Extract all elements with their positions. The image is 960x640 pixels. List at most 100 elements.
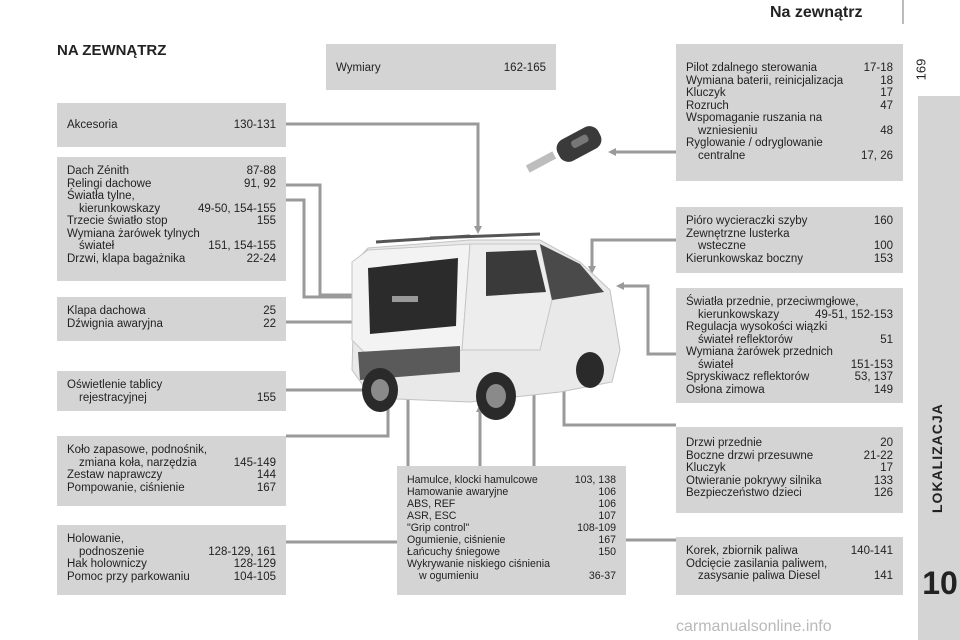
entry-label: Hak holowniczy xyxy=(67,558,147,571)
entry-label: Spryskiwacz reflektorów xyxy=(686,371,809,384)
entry-pages: 107 xyxy=(598,510,616,522)
entry-pages: 126 xyxy=(874,487,893,500)
index-entry: Boczne drzwi przesuwne21-22 xyxy=(686,450,893,463)
index-entry: kierunkowskazy49-50, 154-155 xyxy=(67,203,276,216)
entry-pages: 153 xyxy=(874,253,893,266)
entry-pages: 17 xyxy=(880,462,893,475)
box-dach: Dach Zénith87-88Relingi dachowe91, 92Świ… xyxy=(57,157,286,281)
entry-label: wsteczne xyxy=(698,240,746,253)
entry-label: Wspomaganie ruszania na xyxy=(686,112,822,125)
entry-label: zmiana koła, narzędzia xyxy=(79,457,197,470)
entry-label: Akcesoria xyxy=(67,119,118,132)
entry-label: świateł xyxy=(79,240,114,253)
index-entry: Oświetlenie tablicy xyxy=(67,379,276,392)
entry-label: Odcięcie zasilania paliwem, xyxy=(686,558,827,571)
entry-label: "Grip control" xyxy=(407,522,469,534)
entry-label: Wymiana żarówek tylnych xyxy=(67,228,200,241)
entry-pages: 162-165 xyxy=(504,62,546,75)
entry-pages: 144 xyxy=(257,469,276,482)
entry-pages: 149 xyxy=(874,384,893,397)
entry-label: Wykrywanie niskiego ciśnienia xyxy=(407,558,550,570)
entry-pages: 104-105 xyxy=(234,571,276,584)
index-entry: Odcięcie zasilania paliwem, xyxy=(686,558,893,571)
van-body xyxy=(352,234,620,420)
entry-label: Kluczyk xyxy=(686,87,726,100)
entry-label: Dach Zénith xyxy=(67,165,129,178)
index-entry: świateł 151, 154-155 xyxy=(67,240,276,253)
entry-pages: 130-131 xyxy=(234,119,276,132)
entry-pages: 18 xyxy=(880,75,893,88)
entry-label: Trzecie światło stop xyxy=(67,215,168,228)
box-hamulce: Hamulce, klocki hamulcowe103, 138Hamowan… xyxy=(397,466,626,595)
index-entry: centralne17, 26 xyxy=(686,150,893,163)
entry-pages: 140-141 xyxy=(851,545,893,558)
entry-pages: 151-153 xyxy=(851,359,893,372)
index-entry: Kluczyk17 xyxy=(686,87,893,100)
index-entry: Akcesoria 130-131 xyxy=(67,119,276,132)
index-entry: Osłona zimowa 149 xyxy=(686,384,893,397)
entry-label: Osłona zimowa xyxy=(686,384,765,397)
index-entry: Koło zapasowe, podnośnik, xyxy=(67,444,276,457)
entry-label: Klapa dachowa xyxy=(67,305,146,318)
entry-pages: 128-129, 161 xyxy=(208,546,276,559)
index-entry: Ogumienie, ciśnienie167 xyxy=(407,534,616,546)
index-entry: Bezpieczeństwo dzieci126 xyxy=(686,487,893,500)
index-entry: zasysanie paliwa Diesel141 xyxy=(686,570,893,583)
entry-pages: 103, 138 xyxy=(575,474,616,486)
index-entry: Zewnętrzne lusterka xyxy=(686,228,893,241)
entry-label: podnoszenie xyxy=(79,546,144,559)
entry-label: Drzwi, klapa bagażnika xyxy=(67,253,185,266)
entry-label: Łańcuchy śniegowe xyxy=(407,546,500,558)
entry-label: Rozruch xyxy=(686,100,729,113)
entry-pages: 151, 154-155 xyxy=(208,240,276,253)
index-entry: Kluczyk 17 xyxy=(686,462,893,475)
entry-label: świateł xyxy=(698,359,733,372)
entry-label: Zestaw naprawczy xyxy=(67,469,162,482)
box-akcesoria: Akcesoria 130-131 xyxy=(57,103,286,147)
entry-label: zasysanie paliwa Diesel xyxy=(698,570,820,583)
index-entry: ASR, ESC 107 xyxy=(407,510,616,522)
entry-label: świateł reflektorów xyxy=(698,334,793,347)
index-entry: Łańcuchy śniegowe150 xyxy=(407,546,616,558)
entry-pages: 145-149 xyxy=(234,457,276,470)
entry-pages: 49-51, 152-153 xyxy=(815,309,893,322)
entry-label: Oświetlenie tablicy xyxy=(67,379,162,392)
entry-pages: 133 xyxy=(874,475,893,488)
entry-label: Wymiary xyxy=(336,62,381,75)
entry-pages: 128-129 xyxy=(234,558,276,571)
entry-label: Ogumienie, ciśnienie xyxy=(407,534,505,546)
entry-pages: 160 xyxy=(874,215,893,228)
entry-pages: 20 xyxy=(880,437,893,450)
index-entry: Drzwi, klapa bagażnika22-24 xyxy=(67,253,276,266)
entry-pages: 87-88 xyxy=(247,165,276,178)
entry-label: Hamulce, klocki hamulcowe xyxy=(407,474,538,486)
index-entry: Wymiana żarówek przednich xyxy=(686,346,893,359)
index-entry: "Grip control" 108-109 xyxy=(407,522,616,534)
index-entry: Ryglowanie / odryglowanie xyxy=(686,137,893,150)
entry-label: Kluczyk xyxy=(686,462,726,475)
entry-label: wzniesieniu xyxy=(698,125,757,138)
entry-label: ASR, ESC xyxy=(407,510,456,522)
entry-pages: 22 xyxy=(263,318,276,331)
index-entry: Regulacja wysokości wiązki xyxy=(686,321,893,334)
entry-pages: 108-109 xyxy=(577,522,616,534)
index-entry: Hak holowniczy 128-129 xyxy=(67,558,276,571)
box-kolo: Koło zapasowe, podnośnik,zmiana koła, na… xyxy=(57,436,286,506)
entry-pages: 155 xyxy=(257,392,276,405)
watermark: carmanualsonline.info xyxy=(676,618,832,636)
